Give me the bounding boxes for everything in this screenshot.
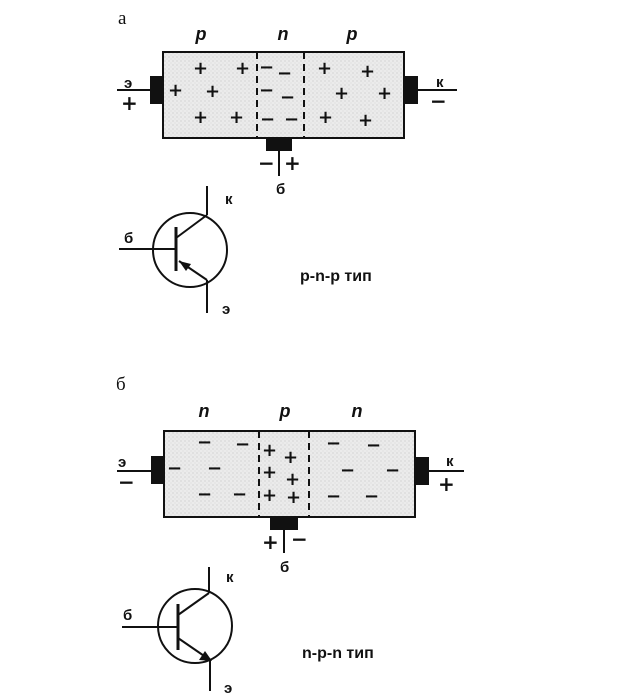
npn-type-label: n-p-n тип [302, 645, 374, 662]
panel-a-label: а [118, 8, 127, 29]
emitter-contact [150, 76, 164, 104]
npn-panel: б n p n э − к + + − б − − − − − − [116, 374, 464, 697]
hole-charge: + [262, 485, 277, 506]
electron-charge: − [277, 63, 292, 84]
pnp-type-label: p-n-p тип [300, 268, 372, 285]
base-polarity-sign-left: − [258, 151, 275, 175]
region-label-n-left: n [199, 401, 210, 421]
emitter-contact [151, 456, 165, 484]
npn-transistor-symbol: к б э [122, 567, 234, 697]
hole-charge: + [235, 58, 250, 79]
symbol-collector-line [175, 214, 208, 239]
region-label-n-middle: n [278, 24, 289, 44]
electron-charge: − [197, 432, 212, 453]
pnp-crystal [162, 51, 405, 139]
emitter-label: э [118, 454, 126, 471]
emitter-arrow-icon [179, 261, 191, 271]
base-polarity-sign-left: + [262, 530, 279, 554]
hole-charge: + [262, 462, 277, 483]
collector-polarity-sign: − [430, 89, 447, 113]
region-label-p-middle: p [279, 401, 291, 421]
hole-charge: + [193, 107, 208, 128]
emitter-polarity-sign: − [118, 470, 135, 494]
symbol-collector-label: к [225, 191, 233, 208]
hole-charge: + [360, 61, 375, 82]
region-label-p-right: p [346, 24, 358, 44]
base-contact [266, 138, 292, 151]
electron-charge: − [280, 87, 295, 108]
symbol-emitter-label: э [222, 301, 230, 318]
base-label: б [280, 559, 289, 576]
collector-label: к [436, 74, 444, 91]
npn-right-n-charges: − − − − − − [326, 433, 400, 507]
symbol-collector-line [177, 592, 210, 616]
symbol-collector-label: к [226, 569, 234, 586]
electron-charge: − [284, 109, 299, 130]
electron-charge: − [364, 486, 379, 507]
npn-crystal [163, 430, 416, 518]
hole-charge: + [262, 440, 277, 461]
base-contact [270, 517, 298, 530]
npn-left-n-charges: − − − − − − [167, 432, 250, 505]
hole-charge: + [358, 110, 373, 131]
electron-charge: − [235, 434, 250, 455]
electron-charge: − [259, 80, 274, 101]
electron-charge: − [232, 484, 247, 505]
symbol-emitter-label: э [224, 680, 232, 697]
electron-charge: − [259, 57, 274, 78]
base-polarity-sign-right: + [284, 151, 301, 175]
electron-charge: − [260, 109, 275, 130]
collector-label: к [446, 453, 454, 470]
npn-p-base-charges: + + + + + + [262, 440, 301, 508]
emitter-polarity-sign: + [121, 91, 138, 115]
pnp-n-base-charges: − − − − − − [259, 57, 299, 130]
region-label-n-right: n [352, 401, 363, 421]
hole-charge: + [283, 447, 298, 468]
hole-charge: + [205, 81, 220, 102]
hole-charge: + [285, 469, 300, 490]
pnp-left-p-charges: + + + + + + [168, 58, 250, 128]
region-label-p-left: p [195, 24, 207, 44]
electron-charge: − [366, 435, 381, 456]
panel-b-label: б [116, 374, 126, 395]
collector-contact [415, 457, 429, 485]
hole-charge: + [377, 83, 392, 104]
base-label: б [276, 181, 285, 198]
symbol-base-label: б [123, 607, 132, 624]
emitter-label: э [124, 75, 132, 92]
pnp-transistor-symbol: к б э [119, 186, 233, 318]
electron-charge: − [326, 433, 341, 454]
pnp-right-p-charges: + + + + + + [317, 58, 392, 131]
collector-polarity-sign: + [438, 472, 455, 496]
electron-charge: − [385, 460, 400, 481]
hole-charge: + [318, 107, 333, 128]
symbol-base-label: б [124, 230, 133, 247]
hole-charge: + [193, 58, 208, 79]
collector-contact [404, 76, 418, 104]
hole-charge: + [229, 107, 244, 128]
electron-charge: − [326, 486, 341, 507]
hole-charge: + [334, 83, 349, 104]
base-polarity-sign-right: − [291, 527, 308, 551]
electron-charge: − [197, 484, 212, 505]
electron-charge: − [340, 460, 355, 481]
emitter-arrow-icon [199, 651, 212, 661]
hole-charge: + [168, 80, 183, 101]
electron-charge: − [167, 458, 182, 479]
hole-charge: + [286, 487, 301, 508]
pnp-panel: а p n p э + к − − + б + + + + + + [117, 8, 457, 318]
hole-charge: + [317, 58, 332, 79]
electron-charge: − [207, 458, 222, 479]
